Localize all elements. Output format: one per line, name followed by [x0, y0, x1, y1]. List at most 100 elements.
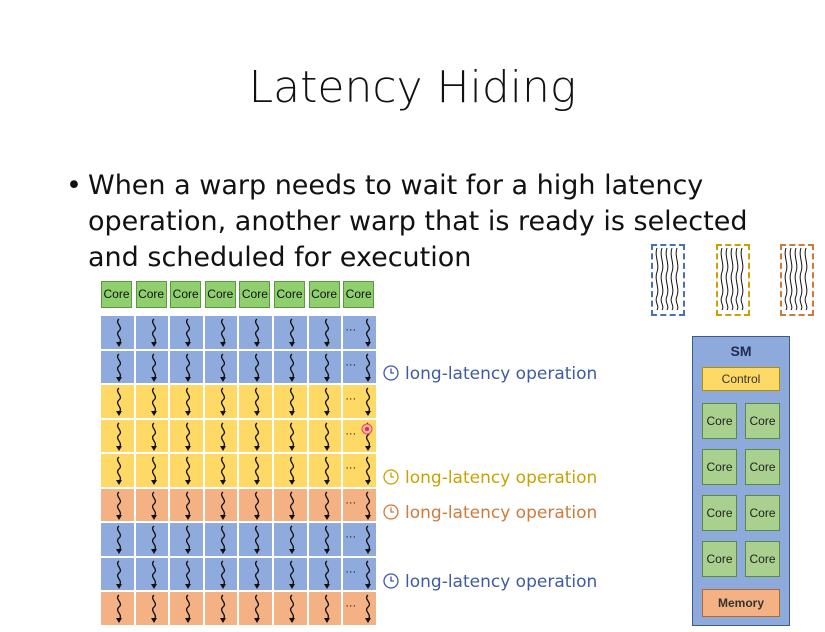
- warp-cell: [134, 591, 170, 626]
- thread-icon: [219, 352, 226, 382]
- warp-cell: [169, 384, 204, 419]
- thread-icon: [116, 490, 122, 520]
- ellipsis: ···: [345, 600, 357, 612]
- thread-icon: [289, 594, 295, 623]
- thread-icon: [289, 352, 295, 382]
- warp-cell: [100, 556, 135, 591]
- thread-icon: [323, 525, 330, 554]
- thread-icon: [219, 594, 226, 623]
- warp-cell: ···: [342, 349, 377, 384]
- latency-label-2: long-latency operation: [383, 468, 597, 488]
- warp-cell: [273, 349, 308, 384]
- thread-icon: [116, 594, 122, 623]
- core-header-cell: Core: [343, 281, 375, 308]
- thread-icon: [365, 594, 372, 623]
- warp-threads-icon: [720, 247, 744, 311]
- warp-cell: ···: [342, 487, 377, 522]
- warp-cell: [134, 453, 170, 488]
- thread-icon: [289, 490, 295, 520]
- warp-cell: [100, 384, 135, 419]
- warp-group: [780, 244, 814, 316]
- warp-cell: [100, 487, 135, 522]
- thread-icon: [185, 490, 192, 520]
- thread-icon: [254, 594, 261, 623]
- warp-cell: [134, 556, 170, 591]
- latency-text: long-latency operation: [405, 364, 598, 384]
- warp-cell: ···: [342, 556, 377, 591]
- thread-icon: [289, 387, 295, 416]
- latency-label-3: long-latency operation: [383, 503, 597, 523]
- warp-cell: [134, 349, 170, 384]
- thread-icon: [323, 352, 330, 382]
- warp-cell: [134, 384, 170, 419]
- thread-icon: [219, 456, 226, 485]
- sm-core: Core: [702, 403, 737, 439]
- core-header-cell: Core: [170, 281, 202, 308]
- warp-cell: [100, 591, 135, 626]
- warp-cell: [273, 556, 308, 591]
- thread-icon: [254, 525, 261, 554]
- warp-cell: [134, 487, 170, 522]
- warp-cell: [169, 418, 204, 453]
- warp-cell: [273, 453, 308, 488]
- thread-icon: [365, 318, 372, 347]
- ellipsis: ···: [345, 496, 357, 509]
- thread-icon: [289, 318, 295, 347]
- thread-icon: [323, 318, 330, 347]
- warp-cell: [134, 418, 170, 453]
- sm-core: Core: [745, 403, 780, 439]
- thread-icon: [365, 490, 372, 520]
- warp-cell: [203, 349, 239, 384]
- thread-icon: [365, 352, 372, 382]
- warp-cell: ···: [342, 591, 377, 626]
- warp-cell: [169, 453, 204, 488]
- warp-cell: [273, 418, 308, 453]
- thread-icon: [323, 559, 330, 589]
- thread-icon: [219, 490, 226, 520]
- warp-cell: ···: [342, 453, 377, 488]
- thread-icon: [254, 352, 261, 382]
- thread-icon: [219, 387, 226, 416]
- core-header-cell: Core: [135, 281, 167, 308]
- warp-cell: [203, 591, 239, 626]
- core-header-cell: Core: [308, 281, 340, 308]
- sm-core: Core: [745, 495, 780, 531]
- warp-cell: [238, 453, 273, 488]
- warp-cell: [169, 591, 204, 626]
- thread-icon: [185, 352, 192, 382]
- warp-cell: [273, 591, 308, 626]
- thread-icon: [289, 525, 295, 554]
- sm-core: Core: [702, 541, 737, 577]
- thread-icon: [365, 559, 372, 589]
- warp-cell: [273, 522, 308, 557]
- warp-cell: [203, 556, 239, 591]
- thread-icon: [150, 318, 157, 347]
- warp-cell: [134, 522, 170, 557]
- warp-cell: [169, 556, 204, 591]
- warp-cell: [203, 522, 239, 557]
- thread-icon: [116, 318, 122, 347]
- warp-cell: [307, 453, 343, 488]
- warp-cell: [273, 315, 308, 350]
- warp-cell: [100, 418, 135, 453]
- core-header-cell: Core: [204, 281, 236, 308]
- warp-cell: [307, 349, 343, 384]
- warp-cell: [307, 591, 343, 626]
- warp-cell: [238, 418, 273, 453]
- thread-icon: [323, 594, 330, 623]
- bullet-text: When a warp needs to wait for a high lat…: [88, 170, 748, 273]
- thread-icon: [254, 559, 261, 589]
- core-header-cell: Core: [239, 281, 271, 308]
- clock-icon: [383, 365, 399, 381]
- thread-icon: [254, 490, 261, 520]
- thread-icon: [254, 456, 261, 485]
- sm-label: SM: [730, 343, 752, 359]
- ellipsis: ···: [345, 565, 357, 578]
- thread-icon: [289, 421, 295, 451]
- warp-cell: [307, 418, 343, 453]
- thread-icon: [116, 456, 122, 485]
- warp-group: [651, 244, 685, 316]
- latency-label-1: long-latency operation: [383, 364, 597, 384]
- warp-cell: [307, 315, 343, 350]
- warp-cell: [134, 315, 170, 350]
